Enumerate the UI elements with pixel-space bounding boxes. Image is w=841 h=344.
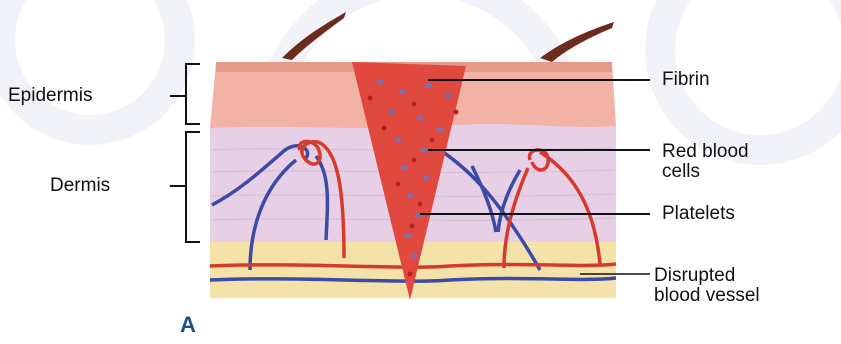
panel-letter: A bbox=[180, 312, 196, 338]
disrupted-vessel-label: Disrupted blood vessel bbox=[654, 266, 760, 306]
platelets-label: Platelets bbox=[662, 204, 735, 224]
dermis-label: Dermis bbox=[50, 176, 110, 196]
epidermis-label: Epidermis bbox=[8, 86, 92, 106]
dermis-bracket bbox=[170, 132, 200, 242]
red-blood-cells-label: Red blood cells bbox=[662, 142, 749, 182]
fibrin-label: Fibrin bbox=[662, 70, 710, 90]
